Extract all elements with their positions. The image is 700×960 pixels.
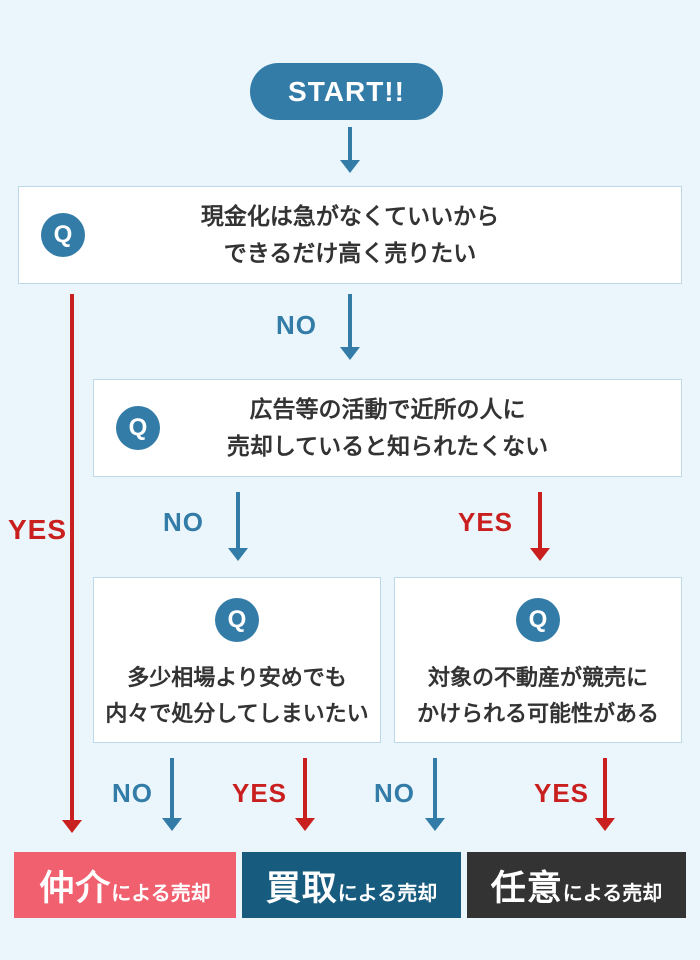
label-q1-no: NO (276, 310, 317, 340)
start-label: START!! (288, 75, 405, 107)
arrow-q1-yes-head (62, 820, 82, 833)
result-box-brokerage: 仲介 による売却 (14, 852, 236, 918)
result-purchase-text: 買取 による売却 (266, 860, 437, 911)
result-rest: による売却 (562, 882, 663, 905)
q-badge-icon: Q (41, 213, 85, 257)
arrow-q1-no-line (348, 294, 352, 347)
q-badge-icon: Q (215, 598, 259, 642)
arrow-q1-no-head (340, 347, 360, 360)
arrow-start-line (348, 127, 352, 160)
q-badge-letter: Q (53, 221, 73, 248)
label-q4-no: NO (374, 778, 415, 808)
arrow-q2-yes-line (538, 492, 542, 548)
question-box-4: Q 対象の不動産が競売に かけられる可能性がある (394, 577, 682, 743)
label-q3-no: NO (112, 778, 153, 808)
result-rest: による売却 (337, 882, 438, 905)
arrow-q2-no-head (228, 548, 248, 561)
question-box-2: Q 広告等の活動で近所の人に 売却していると知られたくない (93, 379, 682, 477)
arrow-start-head (340, 160, 360, 173)
label-q4-yes: YES (534, 778, 590, 808)
question-4-text: 対象の不動産が競売に かけられる可能性がある (416, 665, 659, 726)
q-badge-icon: Q (516, 598, 560, 642)
q-badge-icon: Q (116, 406, 160, 450)
result-box-purchase: 買取 による売却 (242, 852, 461, 918)
arrow-q3-yes-head (295, 818, 315, 831)
arrow-q1-yes-line (70, 294, 74, 820)
q-badge-letter: Q (128, 414, 148, 441)
arrow-q2-no-line (236, 492, 240, 548)
question-box-3: Q 多少相場より安めでも 内々で処分してしまいたい (93, 577, 381, 743)
question-1-text: 現金化は急がなくていいから できるだけ高く売りたい (200, 203, 500, 266)
label-q2-no: NO (163, 507, 204, 537)
arrow-q4-no-head (425, 818, 445, 831)
label-q3-yes: YES (232, 778, 288, 808)
result-emphasis: 買取 (265, 868, 338, 908)
arrow-q3-no-line (170, 758, 174, 818)
result-box-voluntary: 任意 による売却 (467, 852, 686, 918)
arrow-q4-yes-line (603, 758, 607, 818)
question-2-text: 広告等の活動で近所の人に 売却していると知られたくない (226, 396, 549, 459)
q-badge-letter: Q (528, 606, 548, 633)
question-box-1: Q 現金化は急がなくていいから できるだけ高く売りたい (18, 186, 682, 284)
result-emphasis: 仲介 (39, 868, 112, 908)
result-voluntary-text: 任意 による売却 (491, 860, 662, 911)
label-q1-yes: YES (8, 514, 68, 545)
question-3-text: 多少相場より安めでも 内々で処分してしまいたい (105, 665, 369, 726)
start-node: START!! (250, 63, 443, 120)
arrow-q4-no-line (433, 758, 437, 818)
result-brokerage-text: 仲介 による売却 (39, 860, 210, 911)
result-rest: による売却 (111, 882, 211, 905)
label-q2-yes: YES (458, 507, 514, 537)
arrow-q4-yes-head (595, 818, 615, 831)
result-emphasis: 任意 (490, 868, 563, 908)
arrow-q3-yes-line (303, 758, 307, 818)
arrow-q3-no-head (162, 818, 182, 831)
arrow-q2-yes-head (530, 548, 550, 561)
q-badge-letter: Q (227, 606, 247, 633)
